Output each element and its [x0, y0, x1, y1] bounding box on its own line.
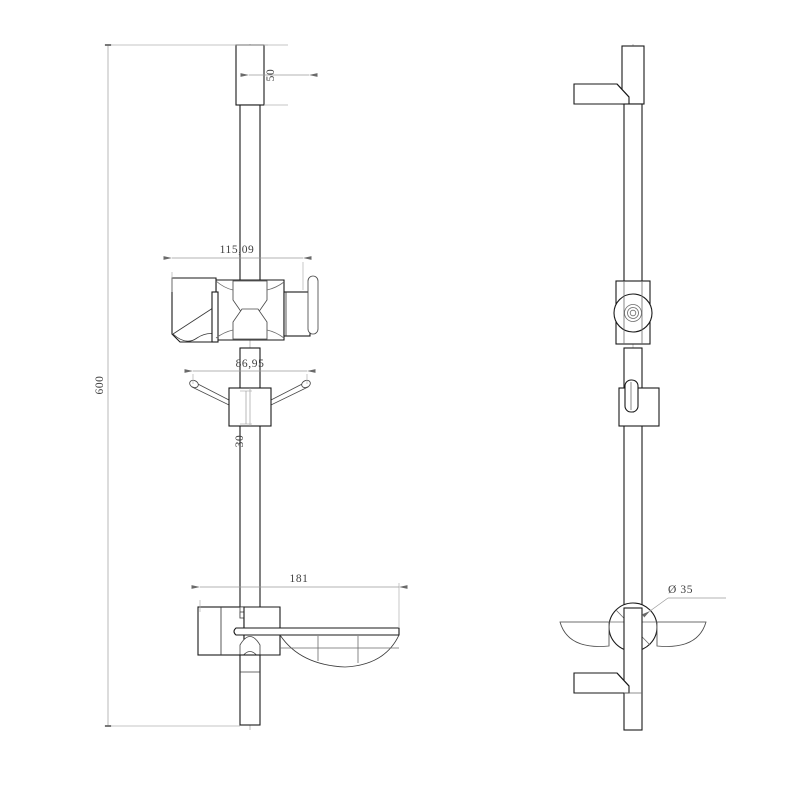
dimension-label-mixer-width: 115,09: [220, 244, 255, 256]
dimension-slider-height: 30: [234, 390, 252, 448]
dimension-label-slider-height: 30: [234, 435, 246, 448]
front-view: [171, 44, 400, 730]
soap-dish-front: [197, 606, 400, 668]
dimension-label-slider-width: 86,95: [236, 358, 265, 370]
dimension-label-disc-diameter: Ø 35: [668, 584, 693, 596]
dimension-label-soap-dish-width: 181: [289, 573, 308, 585]
dimension-label-overall-height: 600: [94, 375, 106, 394]
dimension-soap-dish-width: 181: [191, 573, 408, 628]
shower-rail-side: [623, 103, 643, 609]
dimension-overall-height: 600: [94, 44, 268, 727]
dimension-slider-width: 86,95: [184, 358, 316, 384]
side-view: [559, 44, 707, 731]
slider-holder-side: [618, 379, 660, 427]
bottom-wall-bracket-side: [573, 607, 643, 731]
rail-bottom-front: [239, 651, 261, 726]
dimension-layer: 600 50 115,09 86,95: [94, 44, 726, 727]
dimension-disc-diameter: Ø 35: [641, 584, 726, 618]
mixer-valve-front: [171, 275, 319, 343]
slider-holder-front: [189, 379, 311, 427]
dimension-mixer-width: 115,09: [163, 244, 312, 292]
top-wall-bracket-side: [573, 45, 645, 105]
dimension-top-bracket-height: 50: [240, 44, 318, 106]
dimension-label-top-bracket-height: 50: [265, 69, 277, 82]
mixer-valve-side: [613, 280, 653, 345]
